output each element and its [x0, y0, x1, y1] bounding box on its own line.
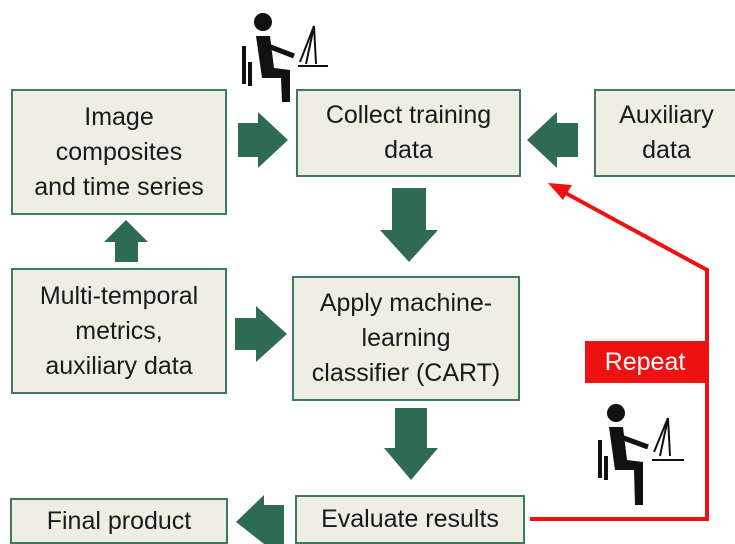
- arrow-up-1: [104, 220, 148, 262]
- arrow-right-2: [235, 306, 287, 362]
- arrow-left-1: [527, 112, 578, 168]
- repeat-label: Repeat: [585, 341, 705, 383]
- multi-temporal-label: Multi-temporal metrics, auxiliary data: [39, 281, 199, 380]
- arrow-down-2: [384, 408, 438, 480]
- repeat-arrowhead: [548, 183, 572, 200]
- auxiliary-data-label: Auxiliary data: [619, 101, 714, 164]
- arrow-right-1: [238, 112, 288, 168]
- arrow-down-1: [380, 188, 438, 262]
- apply-classifier-label: Apply machine- learning classifier (CART…: [311, 289, 501, 387]
- image-composites-box: Image composites and time series: [11, 89, 227, 215]
- evaluate-results-box: Evaluate results: [295, 495, 525, 544]
- final-product-label: Final product: [46, 506, 192, 535]
- auxiliary-data-box: Auxiliary data: [594, 89, 735, 177]
- apply-classifier-box: Apply machine- learning classifier (CART…: [292, 276, 520, 401]
- arrow-left-2: [236, 495, 284, 544]
- collect-training-label: Collect training data: [325, 101, 492, 164]
- repeat-loop-line: [530, 188, 709, 521]
- final-product-box: Final product: [10, 498, 228, 544]
- evaluate-results-label: Evaluate results: [321, 505, 499, 533]
- collect-training-box: Collect training data: [296, 89, 521, 177]
- multi-temporal-box: Multi-temporal metrics, auxiliary data: [11, 268, 227, 394]
- image-composites-label: Image composites and time series: [34, 102, 204, 201]
